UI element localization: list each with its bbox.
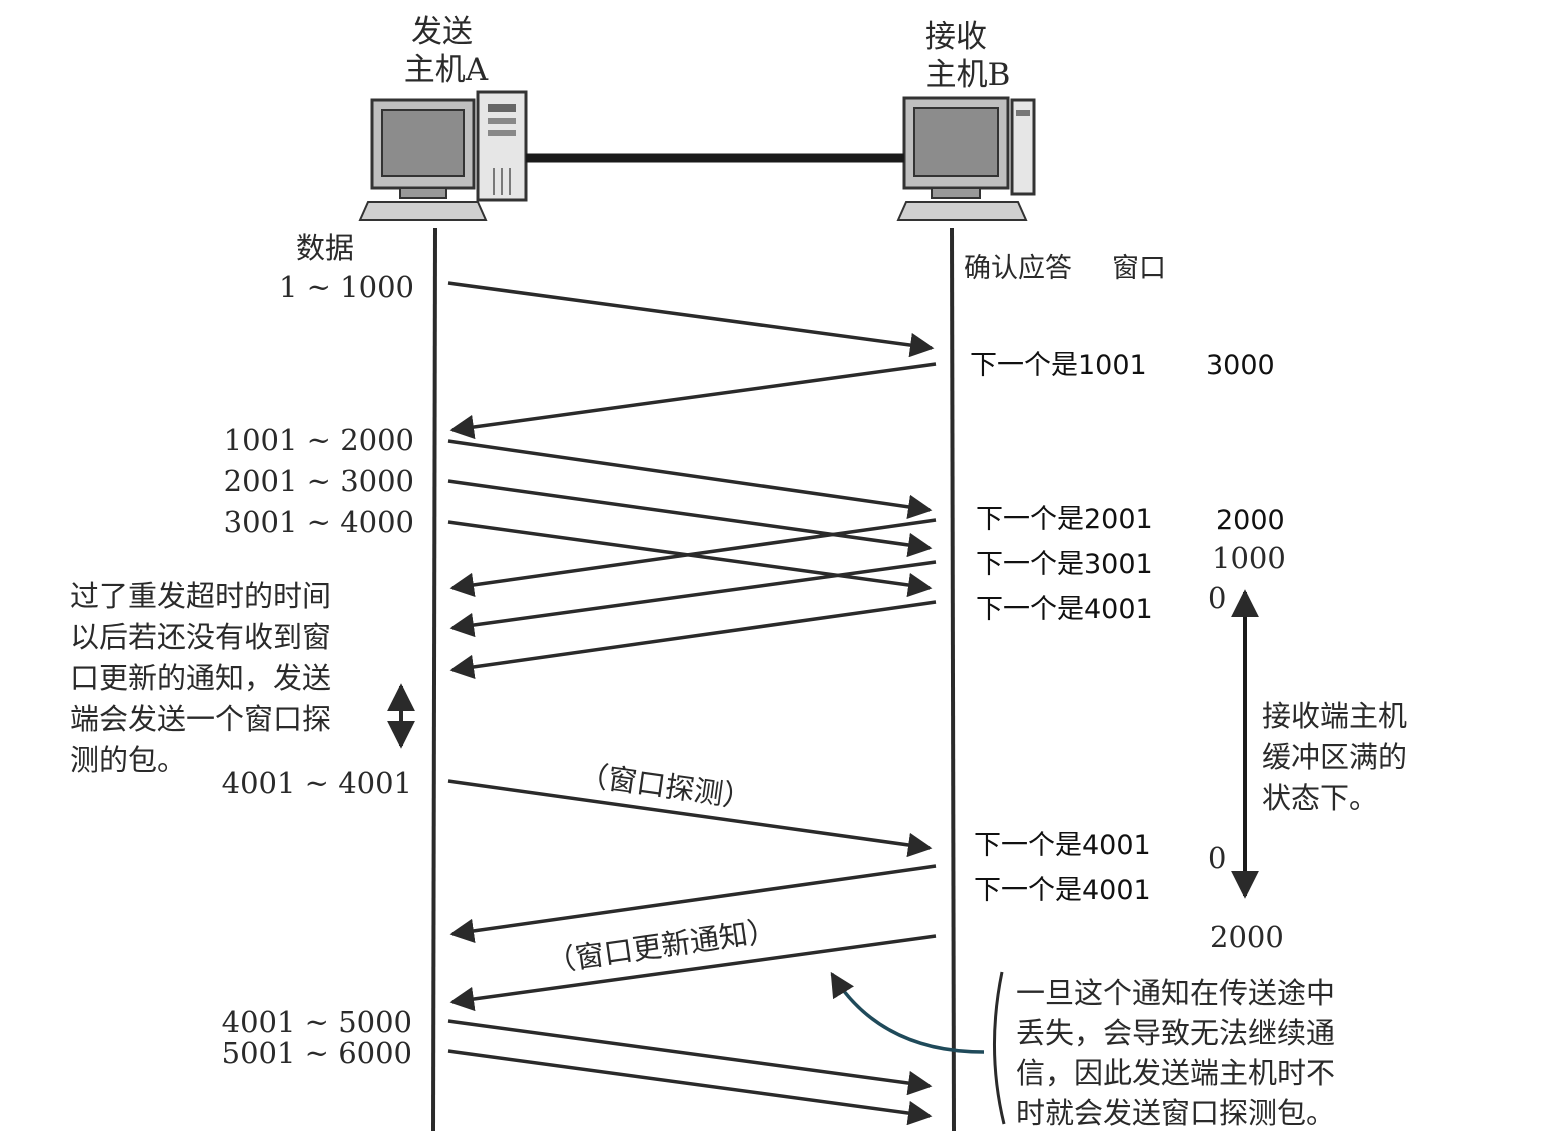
- timeout-note-line-3: 口更新的通知，发送: [70, 661, 331, 695]
- arrow-data-5001-6000: [447, 1049, 933, 1126]
- arrow-data-4001-5000: [447, 1019, 933, 1096]
- timeout-note-line-1: 过了重发超时的时间: [70, 579, 331, 613]
- ack-label-5: 下一个是4001: [974, 830, 1151, 861]
- arrow-data-2001-3000: [447, 479, 933, 558]
- lost-note-line-2: 丢失，会导致无法继续通: [1016, 1016, 1335, 1050]
- sender-title-line2: 主机A: [404, 52, 489, 88]
- data-segment-3: 2001 ~ 3000: [224, 464, 414, 498]
- data-segment-6: 4001 ~ 5000: [222, 1005, 412, 1039]
- lost-note-bracket: [992, 971, 1006, 1125]
- data-header: 数据: [296, 231, 354, 265]
- receiver-title-line1: 接收: [925, 19, 987, 55]
- arrow-window-probe: [447, 779, 933, 858]
- ack-label-4: 下一个是4001: [976, 594, 1153, 625]
- arrow-ack-probe-reply: [449, 864, 937, 944]
- data-segment-4: 3001 ~ 4000: [224, 505, 414, 539]
- timeout-note: 过了重发超时的时间 以后若还没有收到窗 口更新的通知，发送 端会发送一个窗口探 …: [70, 579, 331, 777]
- data-segment-2: 1001 ~ 2000: [224, 423, 414, 457]
- buffer-full-note-line-3: 状态下。: [1262, 781, 1378, 815]
- data-segment-5: 4001 ~ 4001: [222, 766, 412, 800]
- lost-note-line-3: 信，因此发送端主机时不: [1016, 1056, 1335, 1090]
- arrow-data-1001-2000: [447, 439, 933, 520]
- receiver-title-line2: 主机B: [926, 57, 1011, 93]
- window-value-2: 2000: [1216, 505, 1285, 536]
- message-arrows: [447, 281, 937, 1126]
- ack-label-3: 下一个是3001: [976, 549, 1153, 580]
- sender-title-line1: 发送: [411, 14, 473, 50]
- buffer-full-note: 接收端主机 缓冲区满的 状态下。: [1262, 699, 1407, 815]
- window-update-label: （窗口更新通知）: [544, 913, 778, 979]
- data-segment-1: 1 ~ 1000: [279, 270, 414, 304]
- buffer-full-note-line-1: 接收端主机: [1262, 699, 1407, 733]
- ack-label-1: 下一个是1001: [970, 350, 1147, 381]
- lost-note-pointer: [830, 971, 985, 1054]
- arrow-data-1-1000: [447, 281, 935, 358]
- buffer-full-note-line-2: 缓冲区满的: [1262, 740, 1407, 774]
- receiver-timeline: [950, 227, 956, 1131]
- window-value-5: 0: [1208, 841, 1226, 875]
- window-value-3: 1000: [1212, 541, 1286, 575]
- window-value-1: 3000: [1206, 350, 1275, 381]
- receiver-computer-icon: [896, 96, 1036, 221]
- sender-timeline: [431, 227, 437, 1131]
- window-value-6: 2000: [1210, 920, 1284, 954]
- lost-note-line-1: 一旦这个通知在传送途中: [1016, 976, 1335, 1010]
- arrow-ack-2001: [449, 518, 937, 598]
- timeout-note-line-5: 测的包。: [70, 743, 186, 777]
- arrow-ack-4001: [449, 600, 937, 680]
- ack-label-2: 下一个是2001: [976, 504, 1153, 535]
- ack-header: 确认应答: [964, 253, 1072, 284]
- window-probe-label: （窗口探测）: [577, 757, 754, 815]
- sender-computer-icon: [358, 90, 528, 221]
- data-segment-7: 5001 ~ 6000: [222, 1036, 412, 1070]
- arrow-ack-1001: [449, 362, 937, 440]
- timeout-note-line-4: 端会发送一个窗口探: [70, 702, 331, 736]
- arrow-window-update: [449, 934, 937, 1012]
- timeout-note-line-2: 以后若还没有收到窗: [70, 620, 331, 654]
- window-value-4: 0: [1208, 581, 1226, 615]
- lost-notification-note: 一旦这个通知在传送途中 丢失，会导致无法继续通 信，因此发送端主机时不 时就会发…: [1016, 976, 1335, 1130]
- arrow-ack-3001: [449, 560, 937, 638]
- lost-note-line-4: 时就会发送窗口探测包。: [1016, 1096, 1335, 1130]
- ack-label-6: 下一个是4001: [974, 875, 1151, 906]
- window-header: 窗口: [1112, 253, 1166, 284]
